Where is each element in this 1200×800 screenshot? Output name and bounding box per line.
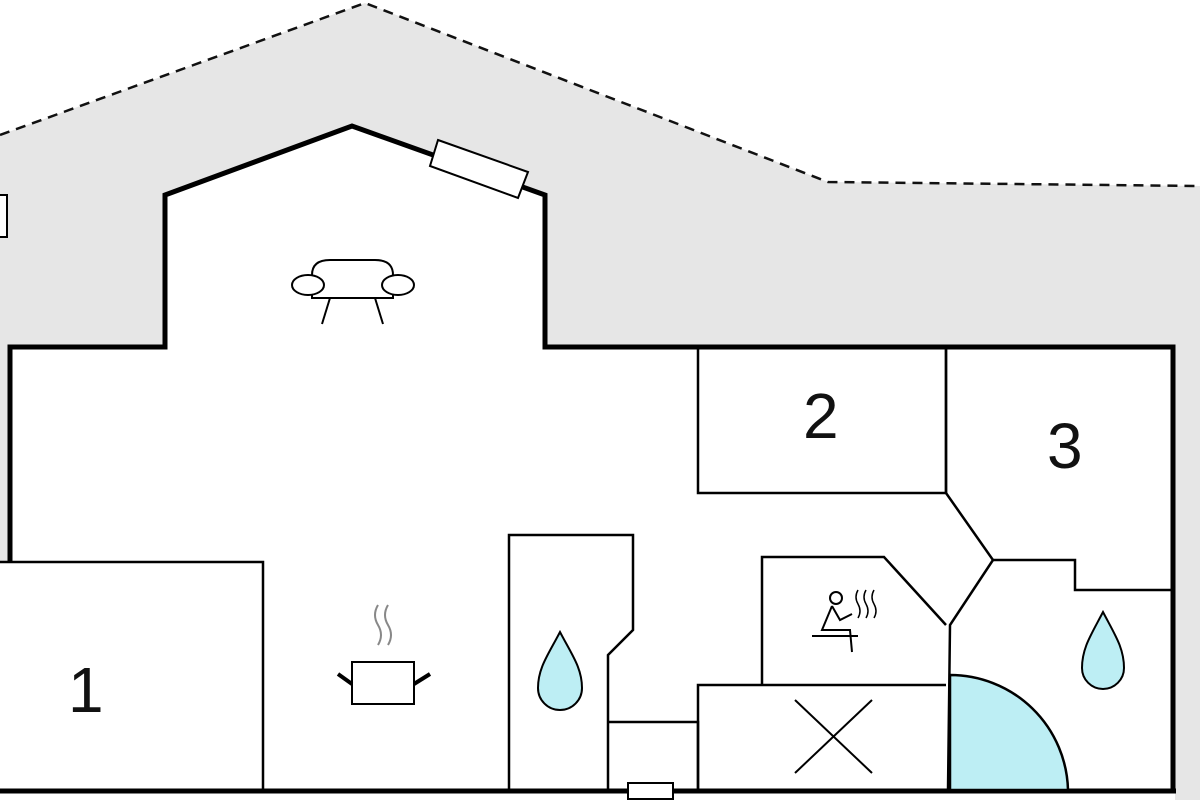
shower-quarter-circle-icon — [948, 673, 1070, 792]
room-label-3: 3 — [1047, 410, 1083, 482]
interior-walls — [0, 346, 1173, 791]
side-window — [0, 194, 8, 238]
armchair-icon — [291, 259, 415, 325]
bottom-window — [627, 782, 674, 800]
roof-dashed-line — [0, 1, 1200, 188]
cooking-pot-icon — [336, 604, 432, 705]
water-drop-icon — [1080, 609, 1126, 690]
roof-window — [428, 138, 530, 200]
room-label-2: 2 — [803, 380, 839, 452]
water-drop-icon — [536, 629, 584, 711]
exterior-wall — [7, 123, 1176, 790]
room-label-1: 1 — [68, 654, 104, 726]
terrace-area — [0, 3, 1200, 800]
cross-icon — [794, 699, 873, 774]
sauna-icon — [812, 589, 877, 653]
